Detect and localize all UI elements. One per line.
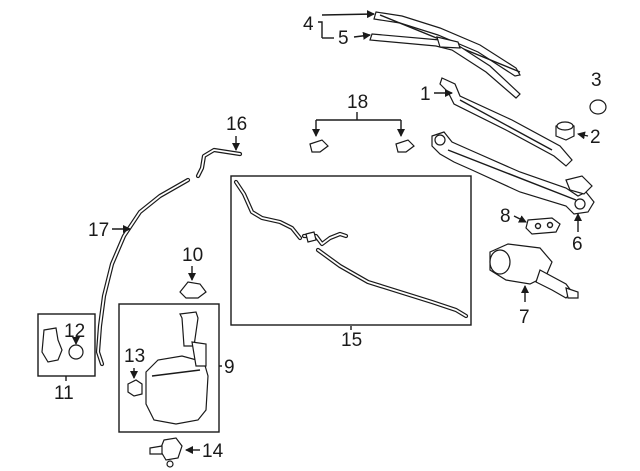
svg-text:12: 12 bbox=[64, 321, 85, 342]
wiper-blade-insert bbox=[369, 33, 521, 99]
callout-5: 5 bbox=[322, 28, 371, 49]
callout-10: 10 bbox=[182, 245, 203, 281]
svg-text:7: 7 bbox=[519, 307, 530, 328]
grommet bbox=[127, 379, 143, 397]
svg-text:2: 2 bbox=[590, 127, 601, 148]
callout-16: 16 bbox=[226, 114, 247, 151]
pivot-nut bbox=[555, 121, 575, 141]
svg-text:16: 16 bbox=[226, 114, 247, 135]
svg-text:8: 8 bbox=[500, 206, 511, 227]
callout-6: 6 bbox=[572, 213, 583, 255]
callout-12: 12 bbox=[64, 321, 85, 345]
svg-text:11: 11 bbox=[54, 383, 74, 404]
svg-text:5: 5 bbox=[338, 28, 349, 49]
callout-3: 3 bbox=[591, 70, 602, 91]
callout-1: 1 bbox=[420, 84, 453, 105]
reservoir-cap bbox=[179, 281, 207, 299]
nozzle-box bbox=[37, 313, 96, 377]
svg-text:4: 4 bbox=[303, 14, 314, 35]
washer-pump bbox=[149, 437, 183, 468]
pivot-cap bbox=[589, 99, 607, 115]
svg-text:14: 14 bbox=[202, 441, 224, 462]
callout-18: 18 bbox=[312, 92, 405, 137]
callout-8: 8 bbox=[500, 206, 527, 227]
reservoir-box bbox=[118, 303, 220, 433]
washer-hose bbox=[95, 147, 243, 367]
svg-text:3: 3 bbox=[591, 70, 602, 91]
callout-13: 13 bbox=[124, 346, 145, 379]
wiper-motor bbox=[489, 243, 579, 299]
callout-15: 15 bbox=[341, 326, 362, 351]
wiper-linkage bbox=[431, 131, 595, 215]
svg-text:6: 6 bbox=[572, 234, 583, 255]
svg-text:18: 18 bbox=[347, 92, 368, 113]
callout-7: 7 bbox=[519, 285, 530, 328]
callout-4: 4 bbox=[303, 10, 375, 38]
svg-text:1: 1 bbox=[420, 84, 431, 105]
callout-17: 17 bbox=[88, 220, 131, 241]
hose-clip-left bbox=[309, 139, 329, 153]
hose-assembly-box bbox=[230, 175, 472, 326]
svg-text:10: 10 bbox=[182, 245, 203, 266]
hose-clip-right bbox=[395, 139, 415, 153]
svg-text:15: 15 bbox=[341, 330, 362, 351]
svg-text:9: 9 bbox=[224, 357, 235, 378]
motor-bracket bbox=[525, 217, 561, 235]
svg-text:13: 13 bbox=[124, 346, 145, 367]
svg-text:17: 17 bbox=[88, 220, 109, 241]
callout-14: 14 bbox=[185, 441, 224, 462]
callout-9: 9 bbox=[219, 357, 235, 378]
callout-11: 11 bbox=[54, 376, 74, 404]
callout-2: 2 bbox=[577, 127, 601, 148]
